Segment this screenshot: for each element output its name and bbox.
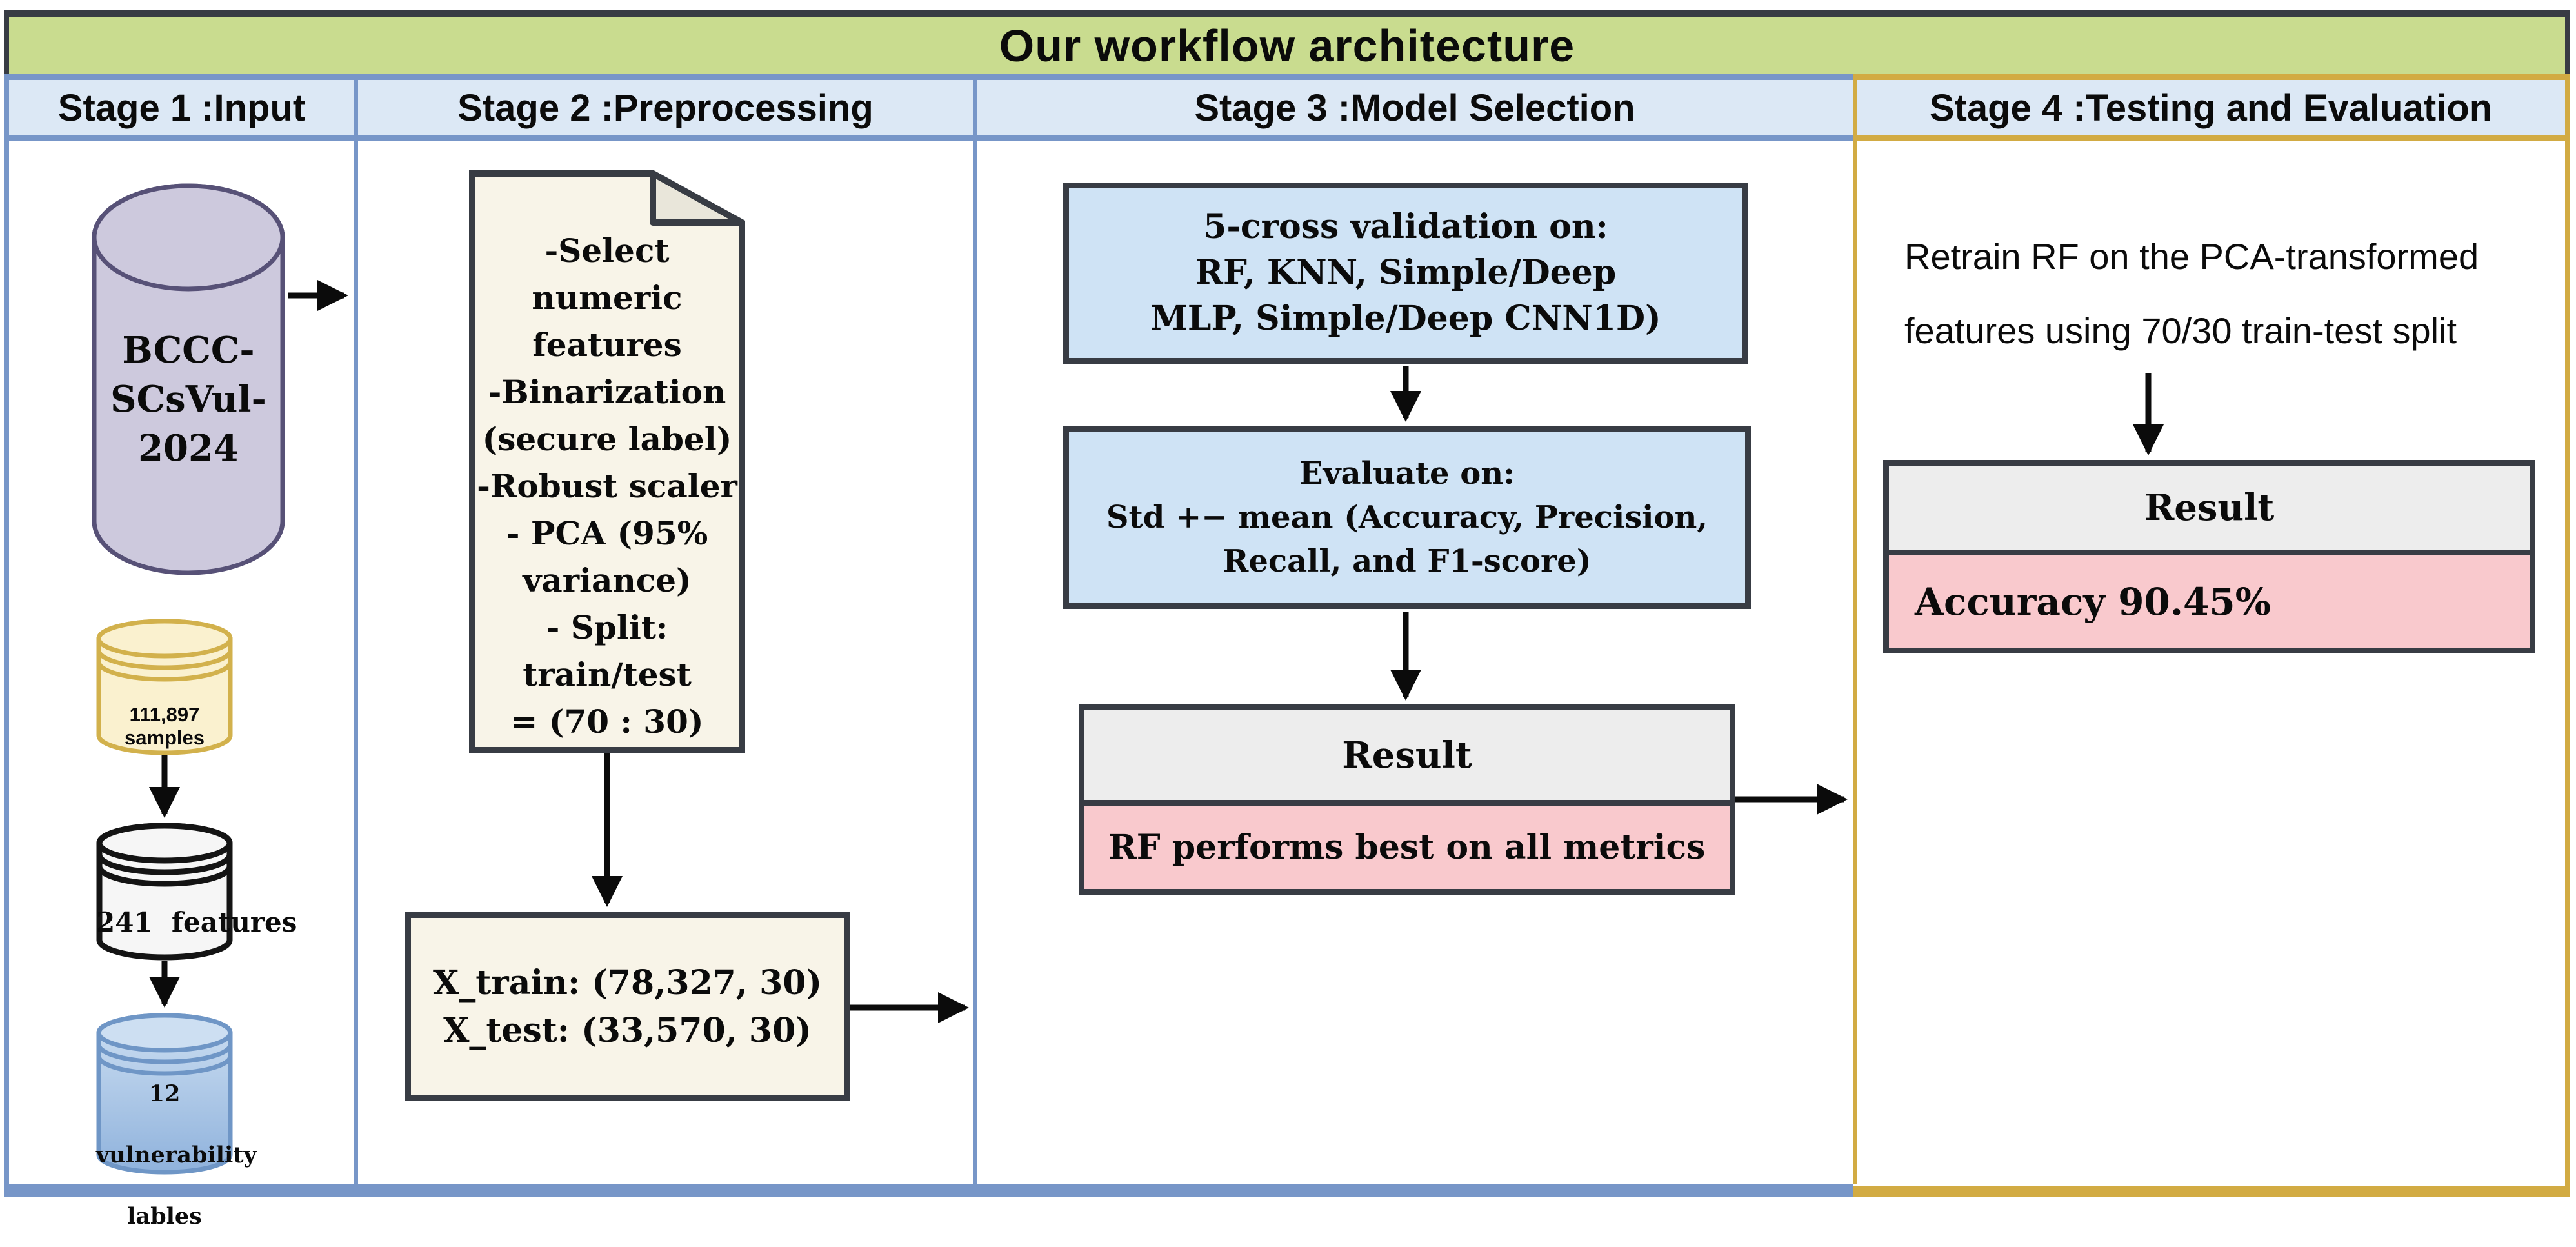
title-separator-gold [1853,74,2570,80]
outer-right-border [2565,80,2570,1197]
samples-database-icon [96,619,233,755]
title-bar: Our workflow architecture [4,10,2570,74]
cross-validation-box: 5-cross validation on: RF, KNN, Simple/D… [1063,183,1748,364]
dataset-label: BCCC- SCsVul- 2024 [110,329,266,470]
train-test-split-box: X_train: (78,327, 30) X_test: (33,570, 3… [405,912,850,1101]
page-title: Our workflow architecture [999,20,1575,71]
stage2-3-divider [973,80,977,1184]
bottom-border-blue [4,1184,1853,1197]
retrain-description: Retrain RF on the PCA-transformed featur… [1904,236,2479,351]
title-separator-blue [4,74,1853,80]
stage1-header-label: Stage 1 :Input [57,86,306,129]
outer-left-border [4,80,9,1197]
preprocessing-document-icon [469,170,745,753]
stage3-header-label: Stage 3 :Model Selection [1194,86,1635,129]
stage1-2-divider [354,80,358,1184]
stage3-result-value: RF performs best on all metrics [1084,806,1730,889]
stage2-header: Stage 2 :Preprocessing [358,80,973,141]
stage3-result-table: Result RF performs best on all metrics [1079,704,1735,895]
stage3-result-header: Result [1084,710,1730,806]
labels-database-icon [96,1013,233,1175]
bottom-border-gold [1853,1186,2570,1197]
stage4-result-value: Accuracy 90.45% [1889,555,2530,648]
stage4-result-table: Result Accuracy 90.45% [1883,460,2535,653]
evaluate-box: Evaluate on: Std +− mean (Accuracy, Prec… [1063,426,1751,609]
features-database-icon [96,823,233,961]
stage4-header-label: Stage 4 :Testing and Evaluation [1929,86,2493,129]
features-label: 241 features [96,906,297,938]
preprocessing-steps-text: -Select numeric features -Binarization (… [477,232,737,741]
stage3-header: Stage 3 :Model Selection [977,80,1853,141]
labels-label: 12 vulnerability lables [96,1081,257,1230]
stage1-header: Stage 1 :Input [9,80,354,141]
dataset-cylinder-icon [92,183,285,575]
stage4-result-header: Result [1889,466,2530,555]
samples-label: 111,897 samples [124,703,205,749]
stage3-4-divider [1853,80,1857,1184]
stage2-header-label: Stage 2 :Preprocessing [457,86,874,129]
stage4-header: Stage 4 :Testing and Evaluation [1857,80,2565,141]
